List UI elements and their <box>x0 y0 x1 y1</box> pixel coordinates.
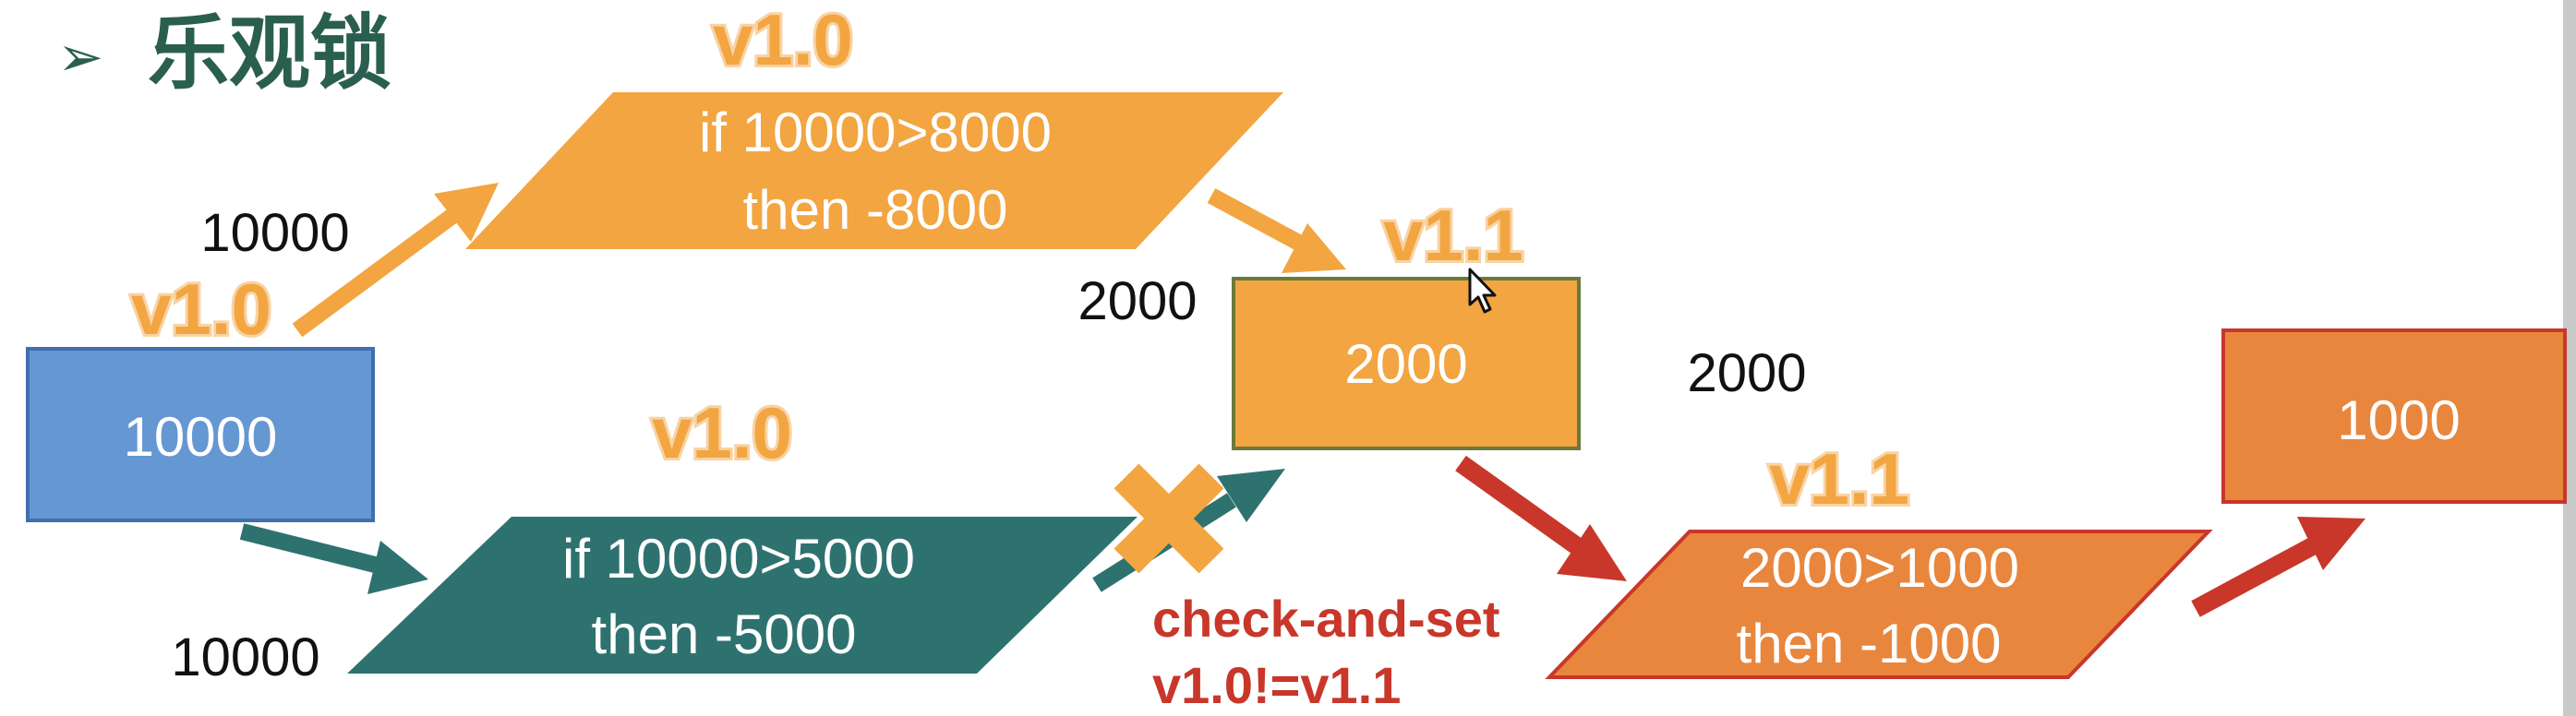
version-mismatch-label: v1.0!=v1.1 <box>1152 656 1401 714</box>
end-value: 1000 <box>2337 389 2460 451</box>
arrow-mid-box-to-right-op <box>1455 455 1583 555</box>
mid-value-box <box>1232 277 1581 450</box>
amount-label-mid-left: 2000 <box>1077 271 1197 331</box>
amount-label-top: 10000 <box>200 203 349 263</box>
bottom-op-line2: then -5000 <box>592 603 857 665</box>
version-label-top: v1.0 <box>713 0 853 80</box>
start-value-box <box>26 347 375 522</box>
cross-icon <box>1113 463 1224 574</box>
version-label-mid-box: v1.1 <box>1383 195 1523 276</box>
arrow-top-op-to-mid-box-head <box>1282 223 1346 273</box>
bottom-operation-shape <box>347 517 1138 674</box>
version-label-right-op: v1.1 <box>1769 438 1909 519</box>
title-bullet-icon: ➢ <box>57 25 103 90</box>
arrow-top-op-to-mid-box <box>1207 188 1308 253</box>
top-operation-shape <box>465 92 1283 249</box>
arrow-right-op-to-end-box-head <box>2297 517 2365 570</box>
amount-label-bottom: 10000 <box>171 627 319 687</box>
arrow-start-to-top-op-head <box>434 183 499 242</box>
top-op-line1: if 10000>8000 <box>699 101 1052 163</box>
check-and-set-label: check-and-set <box>1152 590 1500 648</box>
arrow-mid-box-to-right-op-head <box>1557 524 1627 581</box>
mid-value: 2000 <box>1344 333 1467 395</box>
amount-label-mid-right: 2000 <box>1687 343 1806 403</box>
right-operation-shape <box>1545 530 2213 679</box>
start-value: 10000 <box>124 406 278 468</box>
arrow-right-op-to-end-box <box>2191 536 2320 617</box>
top-op-line2: then -8000 <box>743 179 1008 241</box>
right-op-line1: 2000>1000 <box>1740 537 2019 599</box>
version-label-start: v1.0 <box>131 268 271 350</box>
end-value-box <box>2221 328 2567 504</box>
arrow-start-to-top-op <box>292 203 465 338</box>
arrow-start-to-bottom-op <box>239 523 385 575</box>
edge-shadow <box>2563 0 2576 716</box>
arrow-bottom-op-to-mid-box-head <box>1217 469 1285 522</box>
bottom-op-line1: if 10000>5000 <box>562 528 915 590</box>
version-label-bottom-op: v1.0 <box>652 392 792 473</box>
page-title: 乐观锁 <box>148 6 391 101</box>
mouse-cursor-icon <box>1468 268 1497 314</box>
right-op-line2: then -1000 <box>1737 613 2002 674</box>
arrow-start-to-bottom-op-head <box>367 541 428 594</box>
